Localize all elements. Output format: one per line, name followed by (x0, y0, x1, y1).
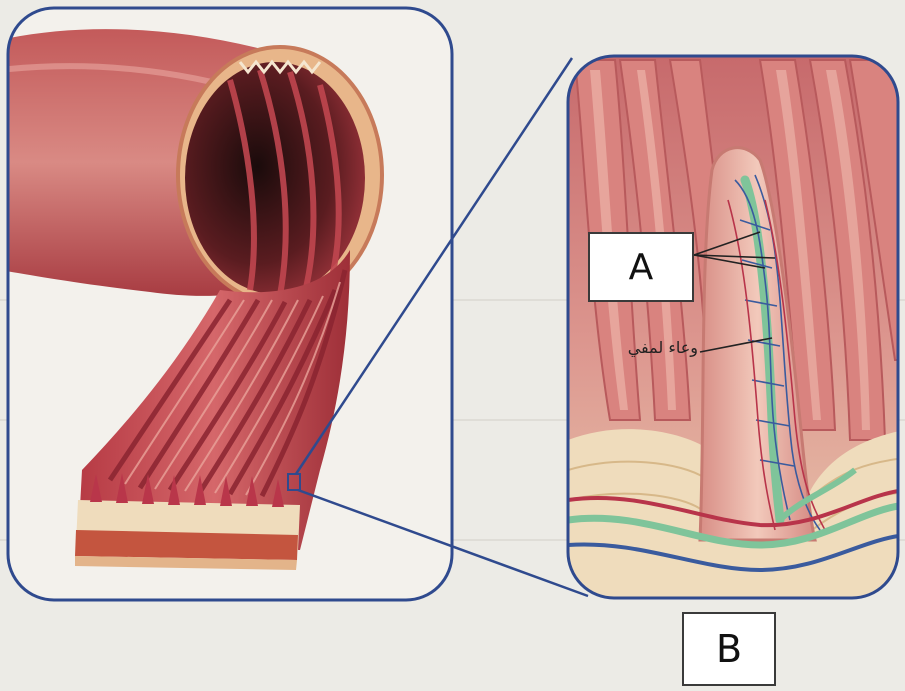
lymph-vessel-label: وعاء لمفي (578, 338, 698, 357)
label-b-box: B (682, 612, 776, 686)
label-a-box: A (588, 232, 694, 302)
left-panel (0, 8, 452, 600)
right-panel (568, 56, 905, 600)
label-b-text: B (716, 627, 742, 671)
label-a-text: A (629, 247, 654, 288)
